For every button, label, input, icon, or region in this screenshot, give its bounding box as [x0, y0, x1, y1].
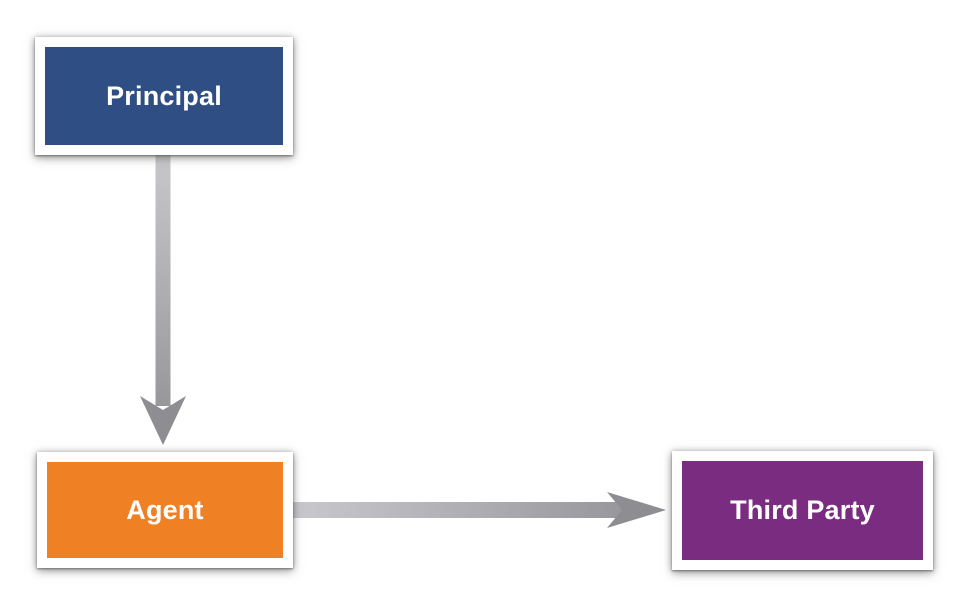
node-agent-fill: Agent	[47, 462, 283, 558]
node-third-party-label: Third Party	[730, 495, 875, 525]
arrow-shaft-vertical	[155, 150, 171, 406]
node-third-party: Third Party	[672, 451, 933, 570]
arrow-head-down-icon	[140, 396, 186, 445]
node-principal-label: Principal	[106, 80, 222, 111]
node-agent-label: Agent	[126, 494, 204, 525]
arrow-agent-to-third-party	[290, 492, 666, 528]
arrow-principal-to-agent	[140, 150, 186, 445]
node-principal-fill: Principal	[45, 47, 283, 145]
node-third-party-fill: Third Party	[682, 461, 923, 560]
arrow-shaft-horizontal	[290, 502, 624, 518]
arrow-head-right-icon	[607, 492, 666, 528]
node-principal: Principal	[35, 37, 293, 155]
node-agent: Agent	[37, 452, 293, 568]
